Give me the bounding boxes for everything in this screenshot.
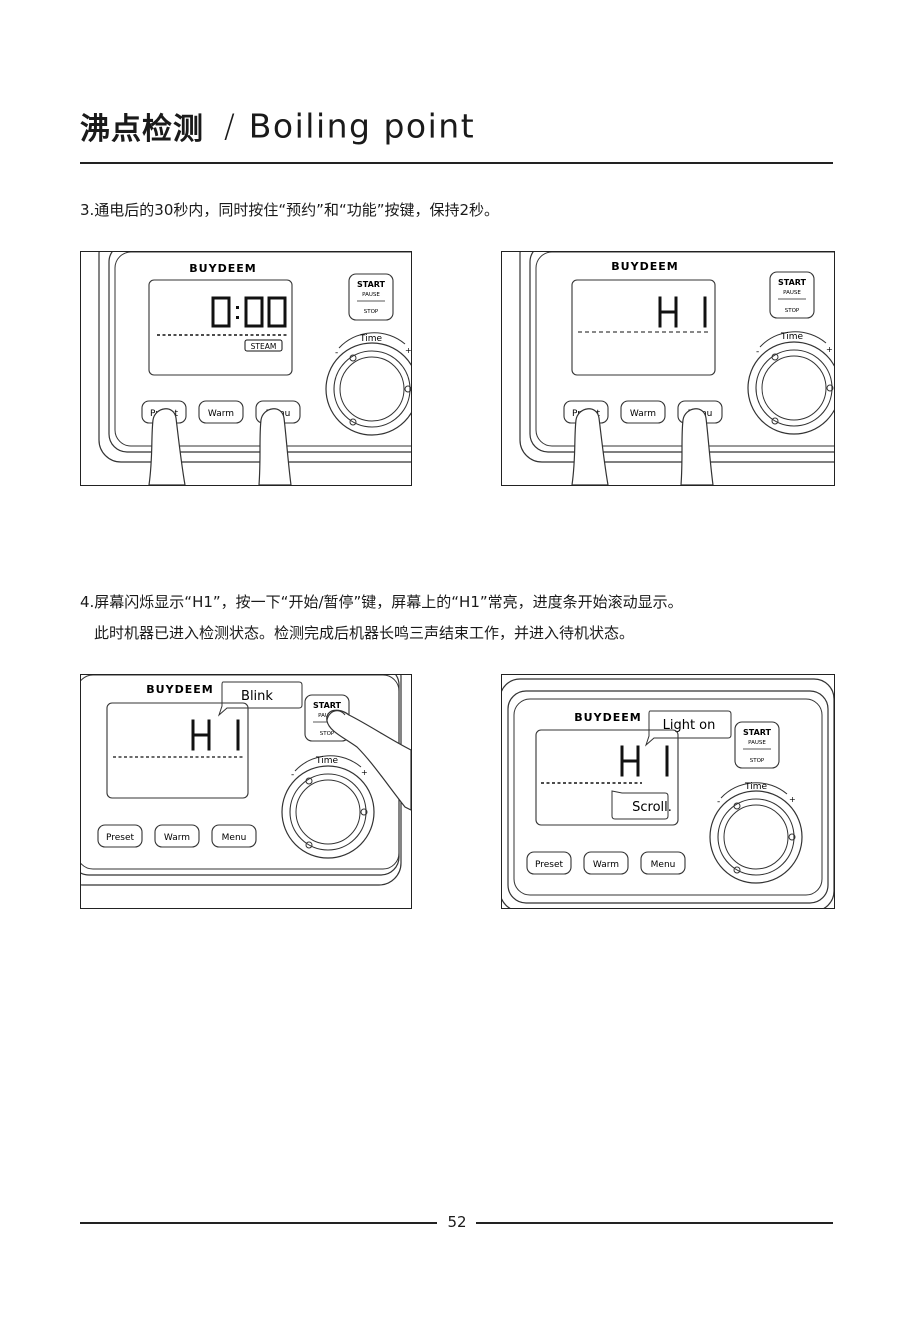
seg-h1 — [191, 719, 240, 751]
svg-text:START: START — [743, 728, 772, 737]
blink-callout: Blink — [241, 689, 273, 704]
warm-button[interactable] — [198, 400, 244, 424]
svg-text:Warm: Warm — [630, 409, 656, 419]
svg-text:+: + — [361, 768, 368, 777]
seg-digits-000 — [211, 296, 287, 328]
panel-step4-light-on: BUYDEEM Light on Scroll. START PAUSE STO… — [501, 674, 835, 909]
page-number: 52 — [447, 1213, 467, 1231]
panel-3-illustration: BUYDEEM Blink START PAUSE STOP Time - + … — [81, 675, 411, 886]
preset-button[interactable] — [526, 851, 572, 875]
lcd-display — [148, 279, 293, 376]
lcd-display — [535, 729, 679, 826]
panel-step4-blink: BUYDEEM Blink START PAUSE STOP Time - + … — [80, 674, 412, 909]
svg-text:START: START — [357, 280, 386, 289]
seg-h1 — [658, 296, 707, 328]
title-english: Boiling point — [248, 106, 476, 146]
panel-step3-after: BUYDEEM START PAUSE STOP Time - + Preset… — [501, 251, 835, 486]
svg-text:-: - — [717, 797, 720, 807]
svg-text:Warm: Warm — [164, 833, 190, 843]
time-knob[interactable] — [747, 341, 834, 435]
panel-step3-before: BUYDEEM STEAM START PAUSE STOP Time - + … — [80, 251, 412, 486]
title-separator: / — [224, 107, 235, 145]
step-4-text-line1: 4.屏幕闪烁显示“H1”，按一下“开始/暂停”键，屏幕上的“H1”常亮，进度条开… — [80, 593, 683, 611]
start-pause-stop-button[interactable] — [348, 273, 394, 321]
svg-text:Time: Time — [315, 756, 338, 766]
svg-text:+: + — [826, 345, 833, 354]
svg-text:Preset: Preset — [535, 860, 564, 870]
preset-button[interactable] — [97, 824, 143, 848]
warm-button[interactable] — [620, 400, 666, 424]
svg-text:STOP: STOP — [750, 758, 765, 764]
svg-text:Time: Time — [359, 334, 382, 344]
title-rule — [80, 162, 833, 164]
footer-rule-right — [476, 1222, 833, 1224]
footer-rule-left — [80, 1222, 437, 1224]
seg-h1 — [620, 745, 669, 777]
finger-left — [148, 408, 186, 485]
svg-text:+: + — [789, 795, 796, 804]
svg-text:Time: Time — [780, 332, 803, 342]
time-knob[interactable] — [709, 790, 803, 884]
menu-button[interactable] — [640, 851, 686, 875]
svg-text:Preset: Preset — [106, 833, 135, 843]
finger-left — [571, 408, 609, 485]
svg-text:START: START — [313, 701, 342, 710]
svg-text:Menu: Menu — [651, 860, 676, 870]
brand-logo: BUYDEEM — [189, 262, 256, 275]
panel-2-illustration: BUYDEEM START PAUSE STOP Time - + Preset… — [519, 252, 834, 485]
brand-logo: BUYDEEM — [574, 711, 641, 724]
panel-1-illustration: BUYDEEM STEAM START PAUSE STOP Time - + … — [98, 252, 411, 485]
brand-logo: BUYDEEM — [611, 260, 678, 273]
scroll-callout: Scroll. — [632, 800, 672, 815]
step-3-text: 3.通电后的30秒内，同时按住“预约”和“功能”按键，保持2秒。 — [80, 201, 500, 219]
svg-text:-: - — [291, 770, 294, 780]
svg-text:-: - — [335, 348, 338, 358]
warm-button[interactable] — [154, 824, 200, 848]
svg-text:-: - — [756, 347, 759, 357]
finger-right — [258, 408, 292, 485]
svg-text:STOP: STOP — [320, 731, 335, 737]
menu-button[interactable] — [211, 824, 257, 848]
svg-text:PAUSE: PAUSE — [783, 290, 801, 296]
svg-text:+: + — [405, 346, 411, 355]
svg-text:Time: Time — [744, 782, 767, 792]
svg-text:START: START — [778, 278, 807, 287]
finger-pressing-start — [326, 709, 411, 811]
finger-right — [680, 408, 714, 485]
light-on-callout: Light on — [663, 718, 716, 733]
svg-text:PAUSE: PAUSE — [362, 292, 380, 298]
warm-button[interactable] — [583, 851, 629, 875]
panel-4-illustration: BUYDEEM Light on Scroll. START PAUSE STO… — [502, 678, 834, 908]
lcd-display — [106, 702, 249, 799]
svg-text:STOP: STOP — [364, 309, 379, 315]
lcd-display — [571, 279, 716, 376]
step-4-text-line2: 此时机器已进入检测状态。检测完成后机器长鸣三声结束工作，并进入待机状态。 — [94, 624, 635, 642]
time-knob[interactable] — [281, 765, 375, 859]
brand-logo: BUYDEEM — [146, 683, 213, 696]
svg-text:Menu: Menu — [222, 833, 247, 843]
svg-text:Warm: Warm — [593, 860, 619, 870]
time-knob[interactable] — [325, 342, 411, 436]
start-pause-stop-button[interactable] — [769, 271, 815, 319]
svg-text:STOP: STOP — [785, 308, 800, 314]
svg-text:PAUSE: PAUSE — [748, 740, 766, 746]
title-chinese: 沸点检测 — [80, 112, 204, 147]
svg-text:Warm: Warm — [208, 409, 234, 419]
steam-indicator: STEAM — [251, 342, 277, 351]
page-title: 沸点检测 / Boiling point — [80, 104, 475, 148]
start-pause-stop-button[interactable] — [734, 721, 780, 769]
